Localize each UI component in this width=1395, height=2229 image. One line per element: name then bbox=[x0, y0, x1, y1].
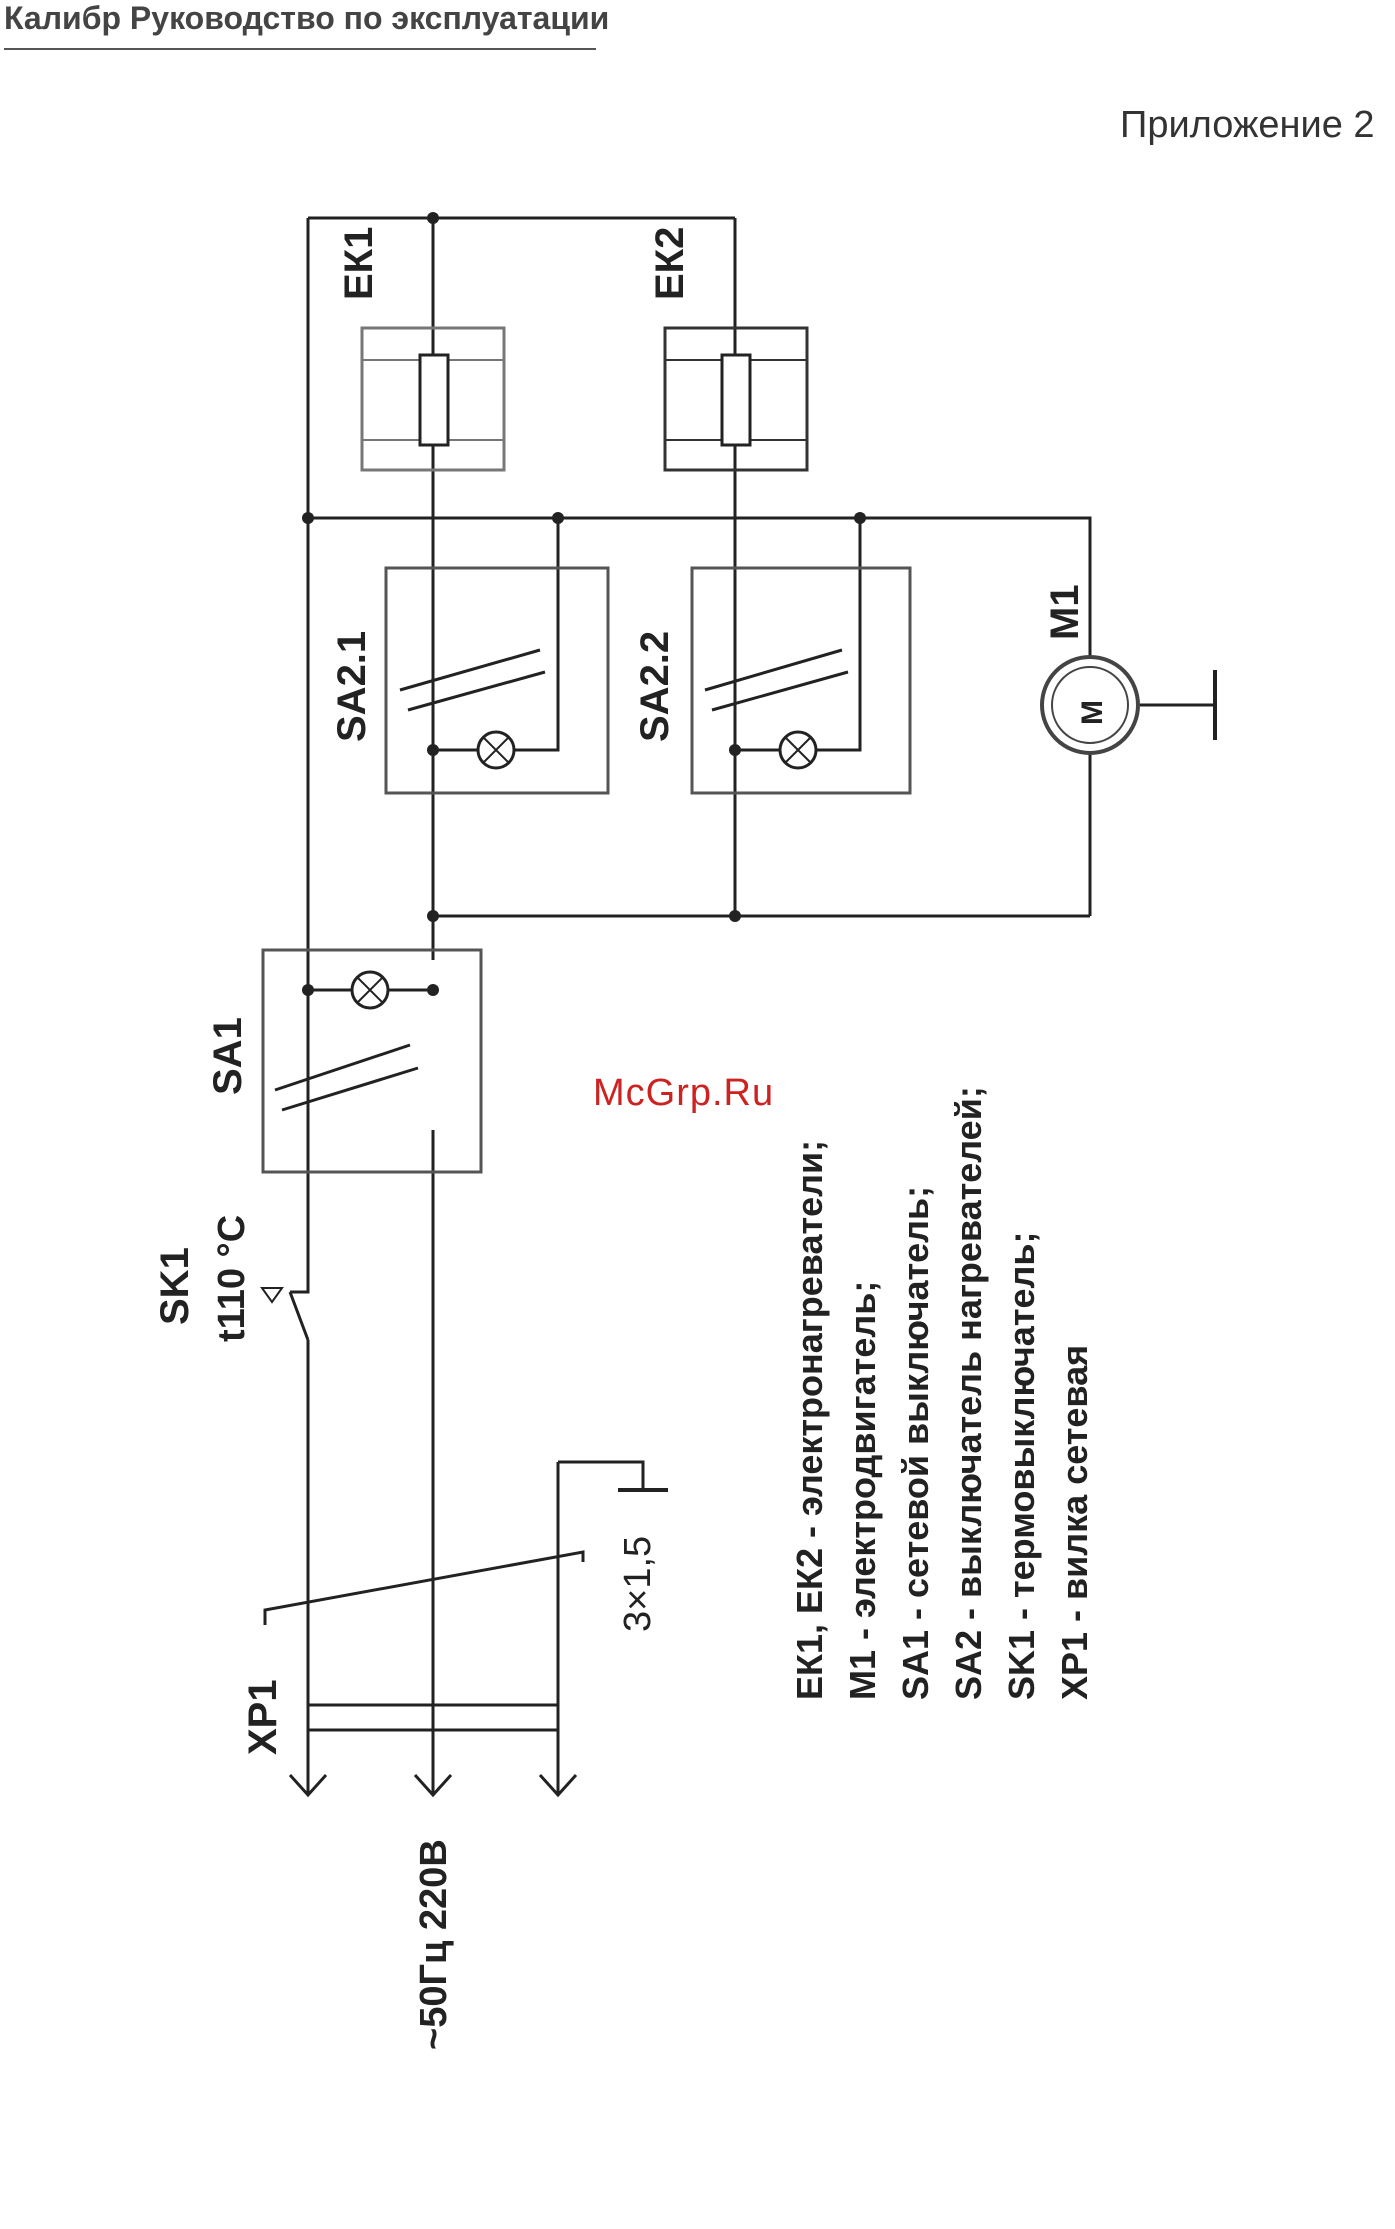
legend-item: ЕК1, ЕК2 - электронагреватели; bbox=[789, 1140, 830, 1700]
legend: ЕК1, ЕК2 - электронагреватели; М1 - элек… bbox=[789, 1086, 1095, 1700]
legend-item: XP1 - вилка сетевая bbox=[1054, 1345, 1095, 1700]
label-m1: M1 bbox=[1043, 584, 1087, 640]
legend-item: SA2 - выключатель нагревателей; bbox=[948, 1086, 989, 1700]
switch-sa22 bbox=[692, 568, 910, 793]
label-ek1: ЕК1 bbox=[337, 227, 381, 300]
label-ek2: ЕК2 bbox=[648, 227, 692, 300]
label-supply: ~50Гц 220В bbox=[413, 1839, 455, 2050]
wire-motor-bus bbox=[308, 518, 1090, 916]
label-motor-symbol: M bbox=[1076, 700, 1109, 725]
label-sa1: SA1 bbox=[206, 1017, 250, 1095]
legend-item: SK1 - термовыключатель; bbox=[1001, 1232, 1042, 1700]
label-cable: 3×1,5 bbox=[617, 1536, 659, 1632]
label-sk1-temp: t110 °C bbox=[211, 1215, 253, 1342]
cable-mark bbox=[265, 1552, 583, 1625]
label-sa22: SA2.2 bbox=[633, 631, 677, 742]
legend-item: SA1 - сетевой выключатель; bbox=[895, 1186, 936, 1700]
wire-sa1-sk1 bbox=[290, 990, 308, 1292]
wire-earth-ground bbox=[558, 1462, 643, 1490]
switch-sa1 bbox=[263, 950, 481, 1172]
label-sa21: SA2.1 bbox=[330, 631, 374, 742]
label-sk1: SK1 bbox=[153, 1247, 197, 1325]
label-xp1: XP1 bbox=[241, 1679, 285, 1755]
watermark: McGrp.Ru bbox=[593, 1072, 774, 1115]
legend-item: М1 - электродвигатель; bbox=[842, 1281, 883, 1700]
thermal-switch-sk1 bbox=[262, 1288, 308, 1340]
switch-sa21 bbox=[386, 568, 608, 793]
